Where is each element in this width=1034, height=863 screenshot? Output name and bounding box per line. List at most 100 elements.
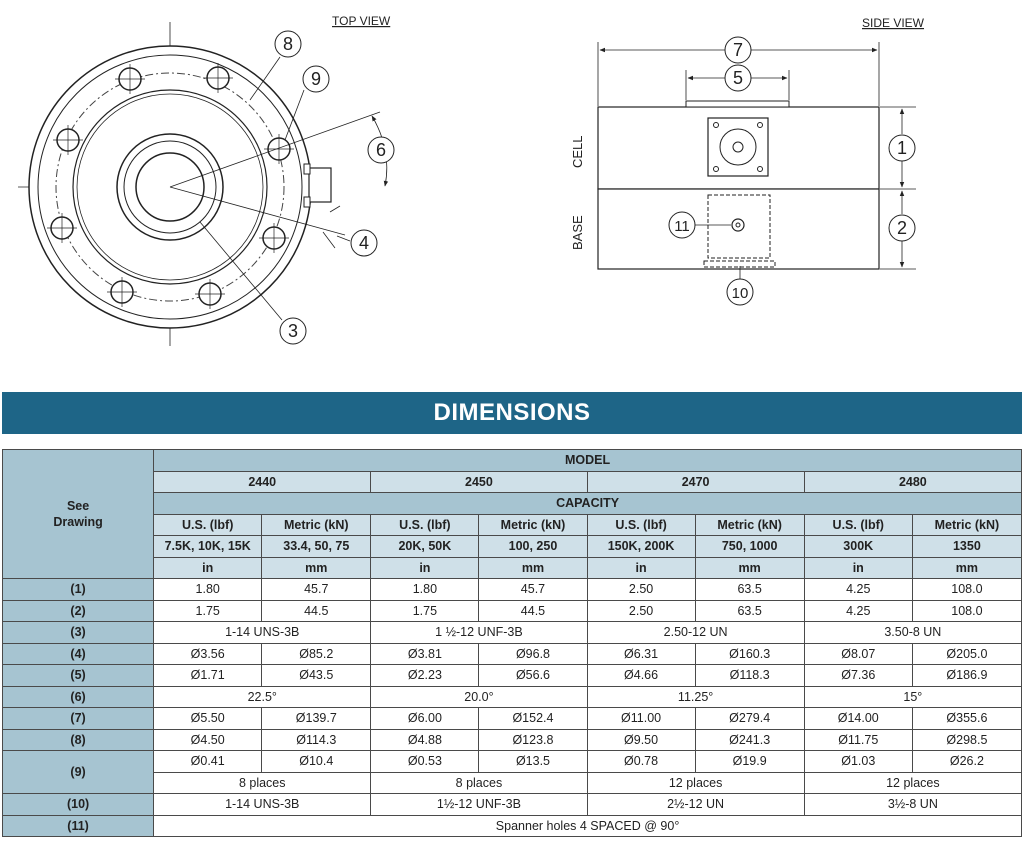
table-cell: Ø6.00 bbox=[370, 707, 480, 730]
dim-unit: in bbox=[153, 556, 263, 579]
dim-unit: in bbox=[370, 556, 480, 579]
dim-unit: in bbox=[586, 556, 696, 579]
header-capacities-row: 7.5K, 10K, 15K 33.4, 50, 75 20K, 50K 100… bbox=[3, 535, 1023, 558]
see-drawing-header: See Drawing bbox=[1, 449, 155, 579]
header-model-row: See Drawing MODEL bbox=[1, 449, 1022, 579]
unit-header: Metric (kN) bbox=[694, 513, 805, 536]
table-row: (11) Spanner holes 4 SPACED @ 90° bbox=[1, 814, 1022, 837]
callout-3 bbox=[279, 317, 307, 345]
callout-10 bbox=[726, 278, 754, 306]
table-cell: Ø298.5 bbox=[911, 728, 1023, 751]
table-cell: 1.75 bbox=[370, 599, 480, 622]
unit-header: Metric (kN) bbox=[911, 513, 1023, 536]
capacity-value: 100, 250 bbox=[478, 535, 588, 558]
table-cell: 63.5 bbox=[694, 599, 805, 622]
table-cell: 4.25 bbox=[803, 578, 913, 601]
base-label: BASE bbox=[570, 215, 585, 250]
table-cell: 45.7 bbox=[261, 578, 372, 601]
table-cell: Ø4.88 bbox=[370, 728, 480, 751]
table-cell: 15° bbox=[803, 685, 1023, 708]
table-cell: Ø26.2 bbox=[911, 750, 1023, 773]
callout-7-label: 7 bbox=[733, 40, 743, 60]
header-models-row: 2440 2450 2470 2480 bbox=[3, 470, 1023, 493]
table-cell: 2.50-12 UN bbox=[586, 621, 805, 644]
table-cell: Ø139.7 bbox=[261, 707, 372, 730]
table-cell: Ø118.3 bbox=[694, 664, 805, 687]
row-label: (1) bbox=[1, 578, 155, 601]
see-drawing-line2: Drawing bbox=[53, 515, 103, 529]
top-view-label: TOP VIEW bbox=[332, 14, 391, 28]
table-cell: Spanner holes 4 SPACED @ 90° bbox=[153, 814, 1022, 837]
table-cell: Ø186.9 bbox=[911, 664, 1023, 687]
table-cell: Ø11.75 bbox=[803, 728, 913, 751]
table-row: 8 places 8 places 12 places 12 places bbox=[3, 771, 1023, 794]
table-cell: 11.25° bbox=[586, 685, 805, 708]
table-cell: Ø355.6 bbox=[911, 707, 1023, 730]
callout-8 bbox=[274, 30, 302, 58]
table-cell: 3½-8 UN bbox=[803, 793, 1023, 816]
capacity-header: CAPACITY bbox=[153, 492, 1022, 515]
table-cell: Ø43.5 bbox=[261, 664, 372, 687]
table-cell: 1.80 bbox=[370, 578, 480, 601]
callout-7 bbox=[724, 36, 752, 64]
table-cell: 1.80 bbox=[153, 578, 263, 601]
table-cell: Ø4.66 bbox=[586, 664, 696, 687]
table-cell: Ø10.4 bbox=[261, 750, 372, 773]
table-row: (2) 1.75 44.5 1.75 44.5 2.50 63.5 4.25 1… bbox=[1, 599, 1023, 622]
model-2440: 2440 bbox=[153, 470, 372, 493]
callout-10-label: 10 bbox=[732, 285, 749, 302]
table-row: (1) 1.80 45.7 1.80 45.7 2.50 63.5 4.25 1… bbox=[1, 578, 1023, 601]
table-cell: 63.5 bbox=[694, 578, 805, 601]
row-label: (9) bbox=[1, 750, 155, 794]
header-capacity-row: CAPACITY bbox=[3, 492, 1022, 515]
see-drawing-line1: See bbox=[66, 499, 90, 513]
callout-6 bbox=[367, 136, 395, 164]
header-units-row: U.S. (lbf) Metric (kN) U.S. (lbf) Metric… bbox=[3, 513, 1023, 536]
unit-header: U.S. (lbf) bbox=[370, 513, 480, 536]
table-cell: 1½-12 UNF-3B bbox=[370, 793, 588, 816]
table-cell: Ø0.53 bbox=[370, 750, 480, 773]
callout-2-label: 2 bbox=[897, 218, 907, 238]
table-cell: Ø1.03 bbox=[803, 750, 913, 773]
dim-unit: mm bbox=[694, 556, 805, 579]
callout-11-label: 11 bbox=[674, 218, 690, 235]
table-cell: 1 ½-12 UNF-3B bbox=[370, 621, 588, 644]
table-cell: Ø152.4 bbox=[478, 707, 588, 730]
table-cell: Ø123.8 bbox=[478, 728, 588, 751]
row-label: (2) bbox=[1, 599, 155, 622]
dim-unit: mm bbox=[261, 556, 372, 579]
table-cell: 44.5 bbox=[261, 599, 372, 622]
table-cell: 1-14 UNS-3B bbox=[153, 621, 372, 644]
table-cell: Ø85.2 bbox=[261, 642, 372, 665]
table-cell: 45.7 bbox=[478, 578, 588, 601]
callout-6-label: 6 bbox=[376, 140, 386, 160]
table-cell: Ø7.36 bbox=[803, 664, 913, 687]
callout-9-label: 9 bbox=[311, 69, 321, 89]
unit-header: U.S. (lbf) bbox=[586, 513, 696, 536]
row-label: (10) bbox=[1, 793, 155, 816]
table-cell: 12 places bbox=[586, 771, 805, 794]
callout-11 bbox=[668, 211, 696, 239]
table-cell: 2.50 bbox=[586, 599, 696, 622]
capacity-value: 1350 bbox=[911, 535, 1023, 558]
table-row: (7) Ø5.50 Ø139.7 Ø6.00 Ø152.4 Ø11.00 Ø27… bbox=[1, 707, 1023, 730]
table-cell: 2.50 bbox=[586, 578, 696, 601]
row-label: (7) bbox=[1, 707, 155, 730]
dimensions-banner: DIMENSIONS bbox=[2, 392, 1022, 434]
table-cell: 8 places bbox=[370, 771, 588, 794]
table-row: (6) 22.5° 20.0° 11.25° 15° bbox=[1, 685, 1023, 708]
dim-unit: mm bbox=[911, 556, 1023, 579]
table-cell: 8 places bbox=[153, 771, 372, 794]
row-label: (8) bbox=[1, 728, 155, 751]
row-label: (5) bbox=[1, 664, 155, 687]
capacity-value: 300K bbox=[803, 535, 913, 558]
capacity-value: 33.4, 50, 75 bbox=[261, 535, 372, 558]
dim-unit: in bbox=[803, 556, 913, 579]
table-cell: Ø0.41 bbox=[153, 750, 263, 773]
table-cell: Ø11.00 bbox=[586, 707, 696, 730]
table-cell: Ø5.50 bbox=[153, 707, 263, 730]
table-cell: Ø1.71 bbox=[153, 664, 263, 687]
table-cell: Ø0.78 bbox=[586, 750, 696, 773]
table-cell: 12 places bbox=[803, 771, 1023, 794]
callout-4-label: 4 bbox=[359, 233, 369, 253]
